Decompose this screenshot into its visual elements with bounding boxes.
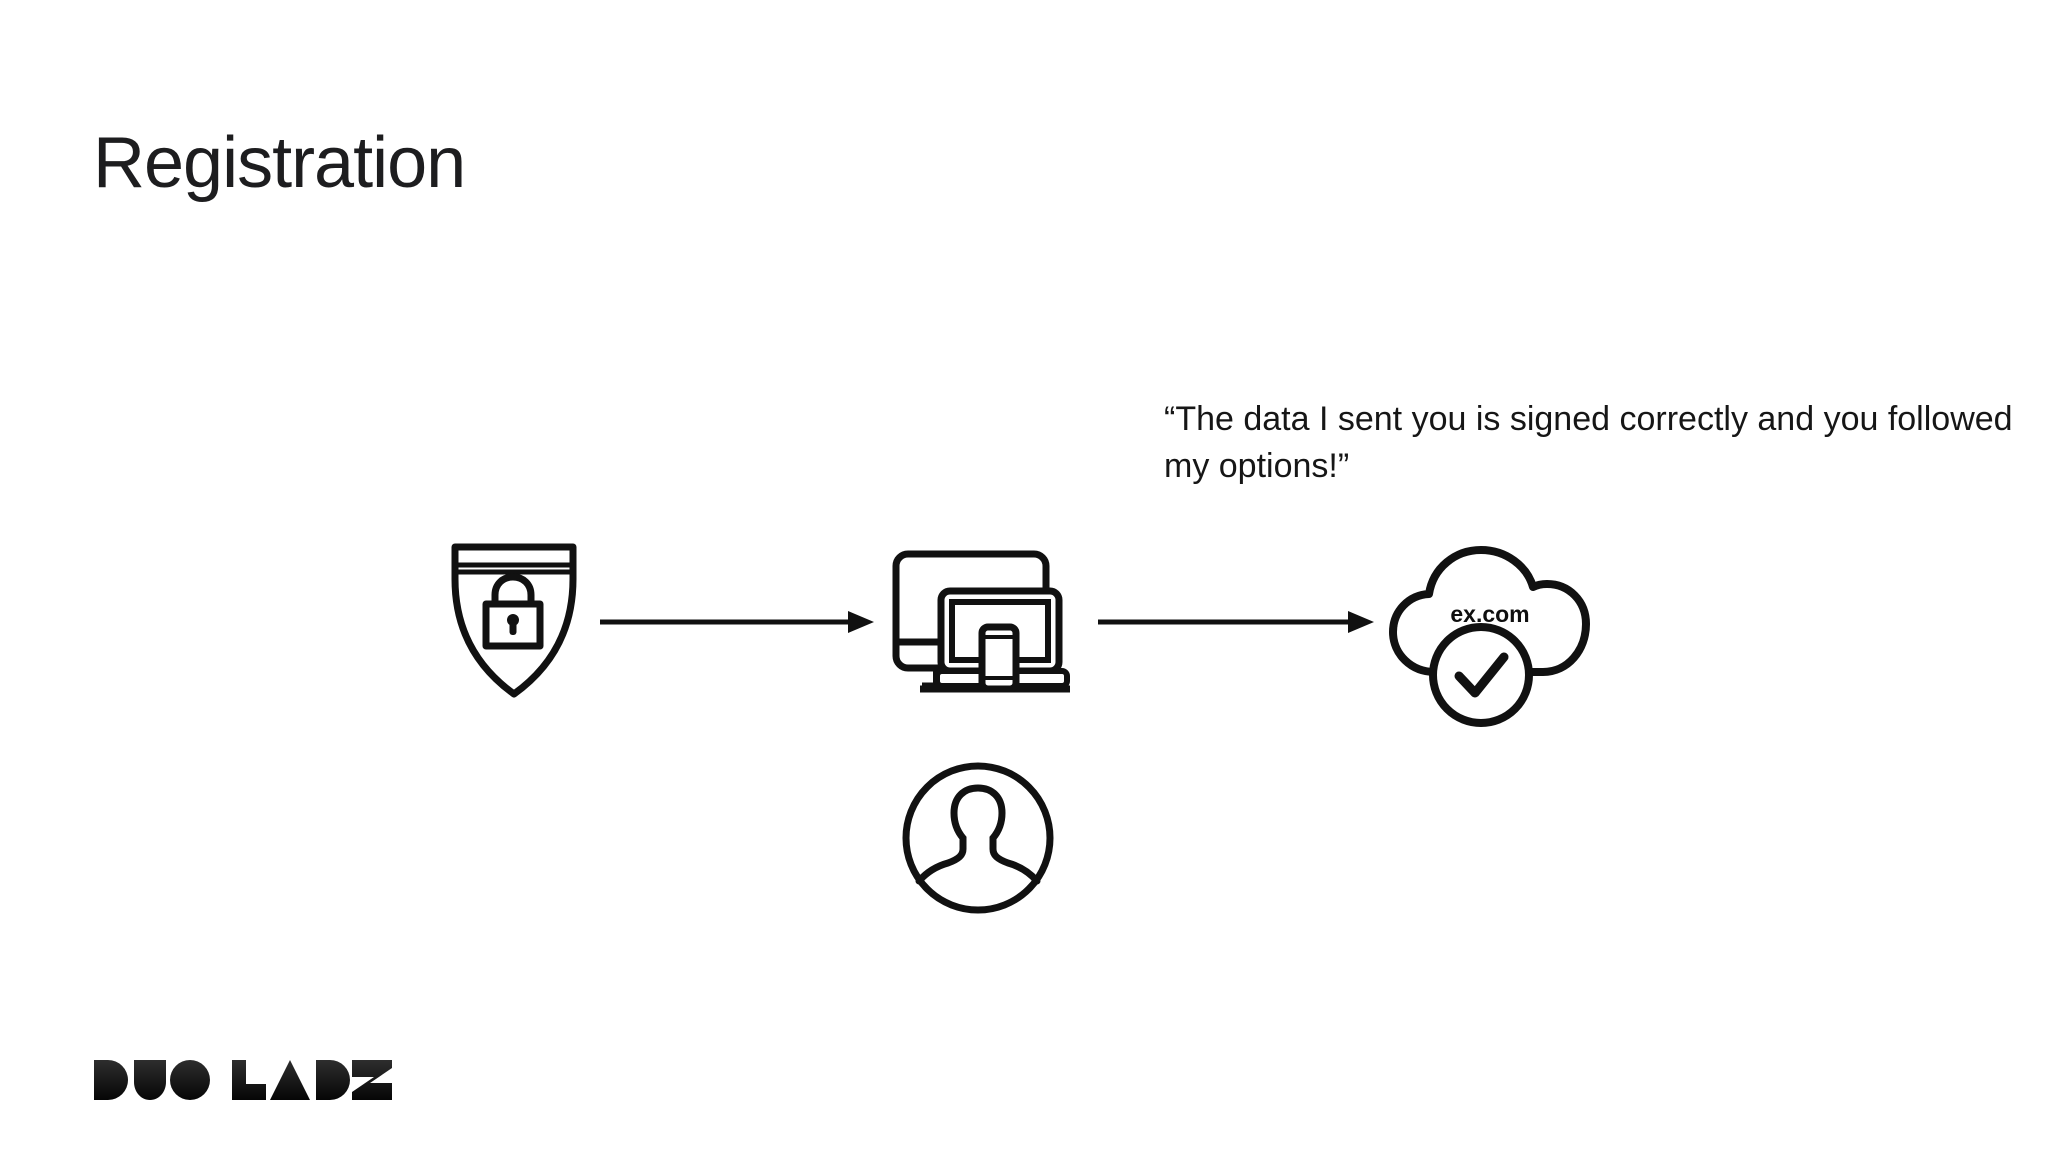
shield-lock-icon: [451, 543, 577, 698]
devices-icon: [892, 550, 1070, 693]
arrow-right-icon: [1098, 611, 1374, 633]
cloud-check-icon: ex.com: [1389, 546, 1590, 727]
user-icon: [902, 762, 1054, 914]
duo-labs-logo: [94, 1060, 392, 1100]
arrow-right-icon: [600, 611, 874, 633]
page-title: Registration: [93, 123, 466, 203]
cloud-domain-label: ex.com: [1450, 601, 1529, 627]
quote-text: “The data I sent you is signed correctly…: [1164, 400, 2013, 485]
